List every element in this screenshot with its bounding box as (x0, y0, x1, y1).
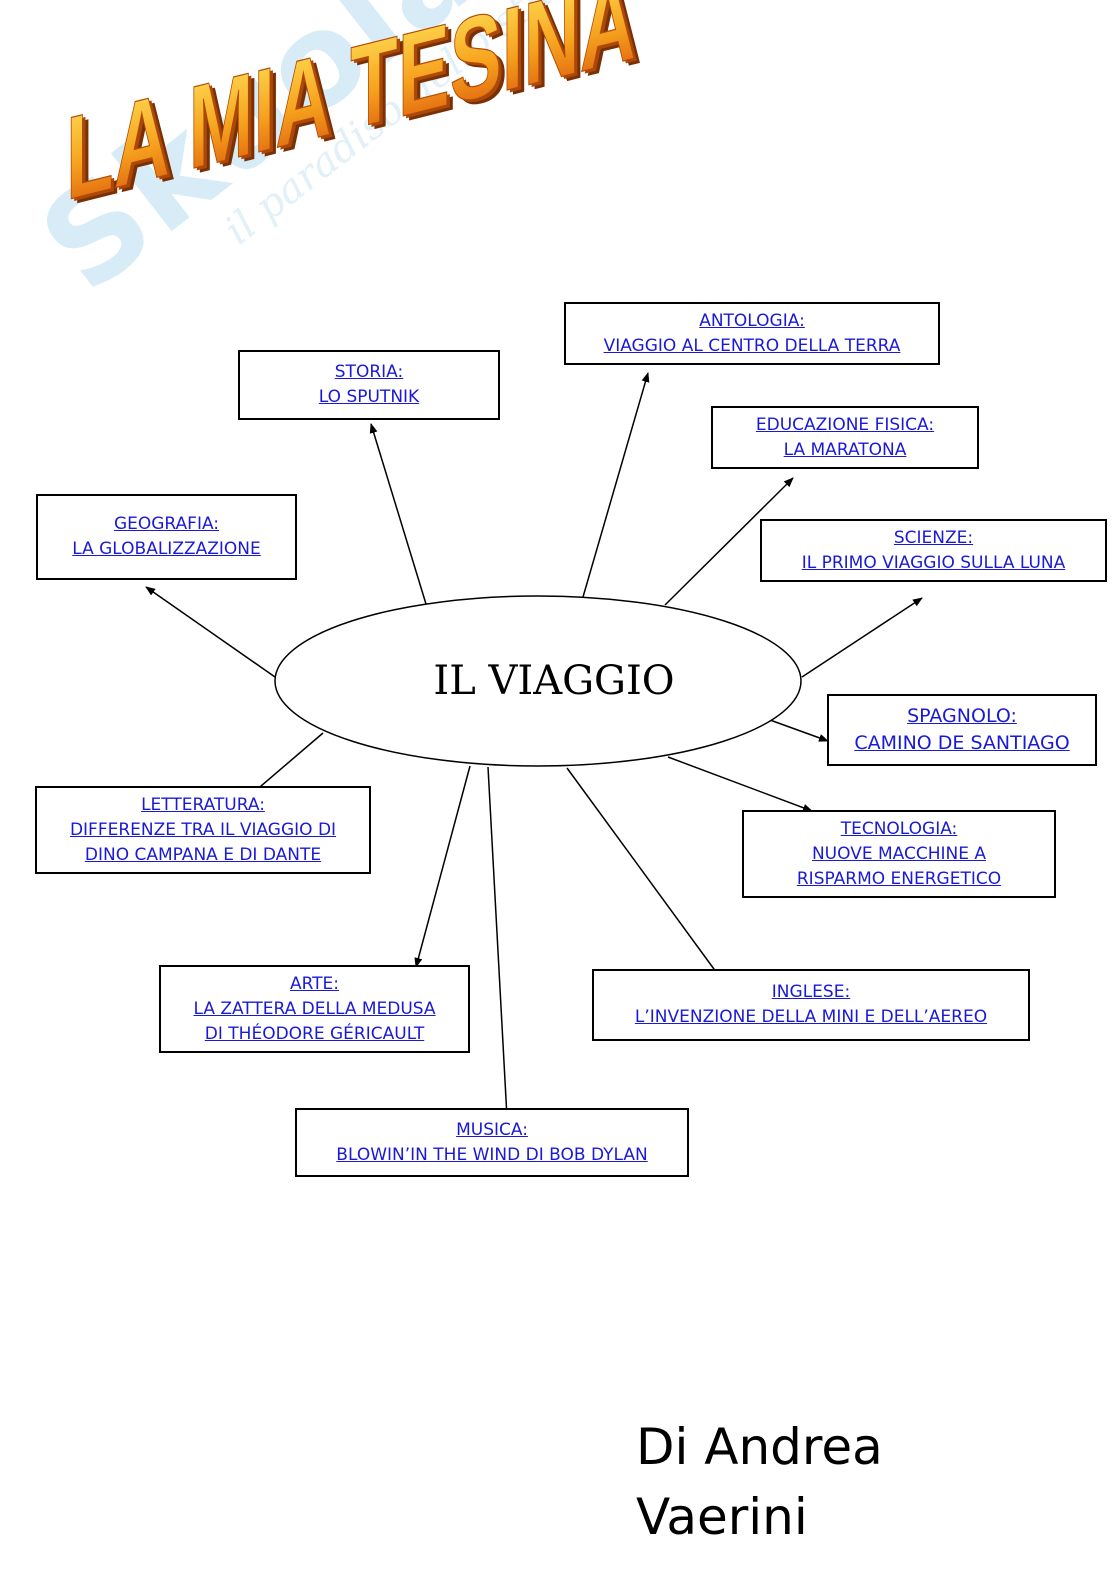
topic-detail[interactable]: DINO CAMPANA E DI DANTE (84, 844, 322, 865)
center-label: IL VIAGGIO (433, 658, 675, 704)
topic-storia: STORIA: LO SPUTNIK (238, 350, 500, 420)
topic-detail[interactable]: DIFFERENZE TRA IL VIAGGIO DI (69, 819, 337, 840)
topic-detail[interactable]: BLOWIN’IN THE WIND DI BOB DYLAN (336, 1144, 648, 1165)
topic-musica: MUSICA: BLOWIN’IN THE WIND DI BOB DYLAN (295, 1108, 689, 1177)
arrow-storia (369, 423, 427, 605)
author-line-1: Di Andrea (636, 1418, 883, 1476)
topic-detail[interactable]: NUOVE MACCHINE A (811, 843, 987, 864)
topic-detail[interactable]: LA MARATONA (783, 439, 907, 460)
arrow-educazione (664, 477, 794, 606)
topic-subject[interactable]: LETTERATURA: (141, 794, 265, 815)
author: Di Andrea Vaerini (636, 1412, 883, 1552)
arrow-arte (414, 765, 471, 968)
topic-antologia: ANTOLOGIA: VIAGGIO AL CENTRO DELLA TERRA (564, 302, 940, 365)
topic-detail[interactable]: LA GLOBALIZZAZIONE (72, 539, 261, 559)
topic-scienze: SCIENZE: IL PRIMO VIAGGIO SULLA LUNA (760, 519, 1107, 582)
arrow-scienze (801, 597, 923, 678)
arrow-tecnologia (667, 756, 813, 812)
topic-detail[interactable]: IL PRIMO VIAGGIO SULLA LUNA (801, 552, 1066, 573)
topic-detail[interactable]: LA ZATTERA DELLA MEDUSA (193, 998, 436, 1019)
arrow-spagnolo (769, 719, 829, 742)
topic-detail[interactable]: L’INVENZIONE DELLA MINI E DELL’AEREO (634, 1007, 988, 1027)
author-line-2: Vaerini (636, 1488, 808, 1546)
topic-subject[interactable]: SCIENZE: (893, 527, 974, 548)
topic-detail[interactable]: DI THÉODORE GÉRICAULT (204, 1023, 425, 1044)
topic-spagnolo: SPAGNOLO: CAMINO DE SANTIAGO (827, 694, 1097, 766)
arrow-antologia (582, 372, 650, 598)
topic-subject[interactable]: ARTE: (289, 973, 340, 994)
topic-detail[interactable]: CAMINO DE SANTIAGO (854, 732, 1070, 754)
center-node: IL VIAGGIO (275, 596, 803, 768)
topic-arte: ARTE: LA ZATTERA DELLA MEDUSA DI THÉODOR… (159, 965, 470, 1053)
topic-geografia: GEOGRAFIA: LA GLOBALIZZAZIONE (36, 494, 297, 580)
topic-subject[interactable]: SPAGNOLO: (907, 705, 1017, 727)
arrow-inglese (566, 767, 731, 992)
page-title: LA MIA TESINA LA MIA TESINA LA MIA TESIN… (62, 0, 662, 230)
topic-subject[interactable]: GEOGRAFIA: (113, 514, 220, 534)
topic-letteratura: LETTERATURA: DIFFERENZE TRA IL VIAGGIO D… (35, 786, 371, 874)
title-wordart: LA MIA TESINA LA MIA TESINA LA MIA TESIN… (65, 0, 642, 230)
topic-tecnologia: TECNOLOGIA: NUOVE MACCHINE A RISPARMO EN… (742, 810, 1056, 898)
arrow-geografia (145, 586, 276, 678)
topic-detail[interactable]: RISPARMO ENERGETICO (796, 868, 1002, 889)
topic-detail[interactable]: LO SPUTNIK (318, 387, 420, 407)
topic-detail[interactable]: VIAGGIO AL CENTRO DELLA TERRA (603, 335, 901, 356)
topic-subject[interactable]: INGLESE: (771, 982, 851, 1002)
topic-inglese: INGLESE: L’INVENZIONE DELLA MINI E DELL’… (592, 969, 1030, 1041)
topic-subject[interactable]: TECNOLOGIA: (840, 818, 958, 839)
topic-subject[interactable]: MUSICA: (456, 1119, 528, 1140)
topic-subject[interactable]: STORIA: (334, 362, 404, 382)
topic-subject[interactable]: ANTOLOGIA: (699, 310, 805, 331)
center-ellipse (274, 595, 802, 767)
topic-educazione-fisica: EDUCAZIONE FISICA: LA MARATONA (711, 406, 979, 469)
topic-subject[interactable]: EDUCAZIONE FISICA: (755, 414, 935, 435)
arrow-musica (487, 766, 512, 1137)
